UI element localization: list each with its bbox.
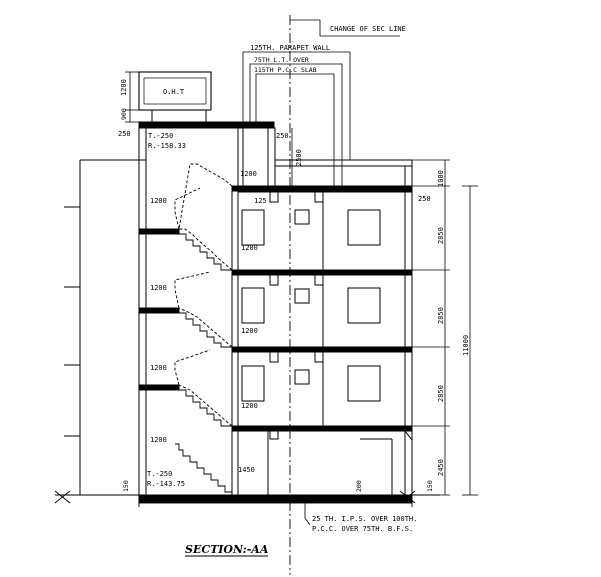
change-line-note: CHANGE OF SEC LINE — [330, 25, 406, 33]
dim-landing-2: 1200 — [241, 244, 258, 252]
stair-top-tread: T.-250 — [148, 132, 173, 140]
tank-label: O.H.T — [163, 88, 185, 96]
dim-landing-6: 1200 — [241, 402, 258, 410]
dim-floor-slab: 200 — [355, 480, 363, 492]
dim-landing-4: 1200 — [241, 327, 258, 335]
ground-line — [54, 490, 440, 507]
stair-top-riser: R.-158.33 — [148, 142, 186, 150]
dim-roof-offset: 250 — [118, 130, 131, 138]
dim-oht-height: 1200 — [120, 79, 128, 96]
roof-structure — [79, 121, 413, 495]
slab-note: 115TH P.C.C SLAB — [254, 66, 317, 74]
dim-floor-3: 2850 — [437, 227, 445, 244]
dim-head-wall: 250 — [276, 132, 289, 140]
dim-landing-3: 1200 — [150, 284, 167, 292]
stair-flights — [174, 163, 233, 493]
dim-landing-5: 1200 — [150, 364, 167, 372]
dim-parapet-height: 1000 — [437, 170, 445, 187]
dimension-lines — [125, 19, 478, 526]
dim-floor-2: 2850 — [437, 307, 445, 324]
dim-plinth-left: 150 — [122, 480, 130, 492]
stair-bottom-tread: T.-250 — [147, 470, 172, 478]
stair-bottom-riser: R.-143.75 — [147, 480, 185, 488]
floor-slabs — [138, 191, 413, 501]
dim-plinth-right: 150 — [426, 480, 434, 492]
base-note-1: 25 TH. I.P.S. OVER 100TH. — [312, 515, 417, 523]
dim-landing-1: 1200 — [150, 197, 167, 205]
dim-oht-base: 900 — [120, 108, 128, 120]
dim-first-run: 1450 — [238, 466, 255, 474]
dim-floor-1: 2850 — [437, 385, 445, 402]
parapet-note: 125TH. PARAPET WALL — [250, 44, 330, 52]
overhead-tank — [138, 71, 212, 122]
dim-wall-right: 250 — [418, 195, 431, 203]
dim-landing-top: 1200 — [240, 170, 257, 178]
dim-head-height: 2500 — [295, 149, 303, 166]
dim-total-height: 11000 — [462, 335, 470, 356]
base-note-2: P.C.C. OVER 75TH. B.F.S. — [312, 525, 413, 533]
dim-ground-floor: 2450 — [437, 459, 445, 476]
dim-wall-width: 125 — [254, 197, 267, 205]
dim-landing-7: 1200 — [150, 436, 167, 444]
lt-note: 75TH L.T. OVER — [254, 56, 309, 64]
section-title: SECTION:-AA — [185, 543, 269, 556]
